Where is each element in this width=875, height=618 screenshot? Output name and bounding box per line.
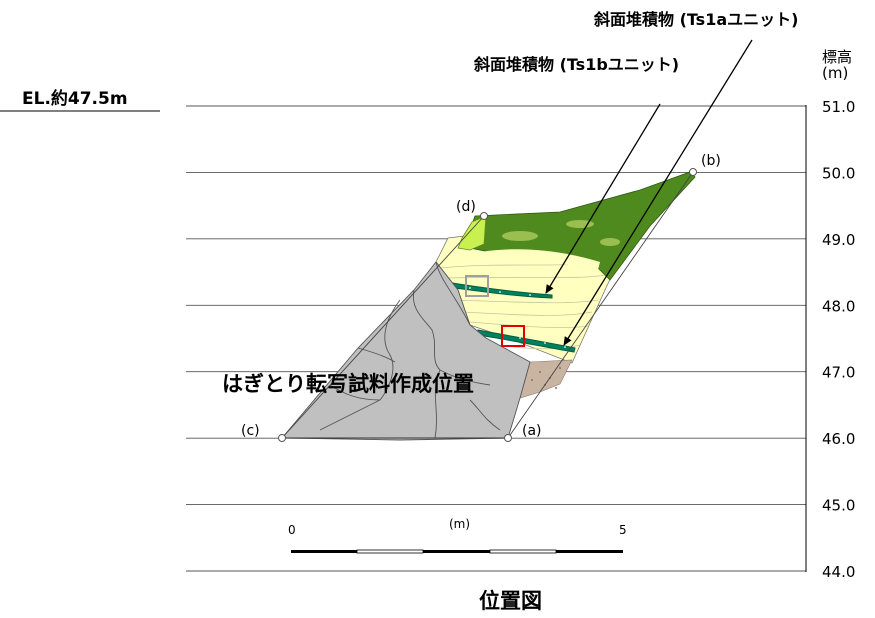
point-b-marker [689, 168, 697, 176]
scale-unit-label: (m) [449, 517, 470, 531]
axis-title-line2: (m) [822, 64, 848, 82]
scale-bar-black-1 [291, 550, 357, 553]
point-c-label: (c) [241, 423, 260, 439]
axis-title-line1: 標高 [822, 48, 852, 66]
ts1a-label: 斜面堆積物 (Ts1aユニット) [593, 10, 798, 29]
ts1a-arrow [563, 39, 753, 346]
elevation-tick-label: 44.0 [822, 563, 855, 581]
elevation-tick-label: 49.0 [822, 231, 855, 249]
figure-title: 位置図 [479, 589, 542, 613]
left-boundary [281, 215, 485, 439]
scale-start-label: 0 [288, 523, 296, 537]
survey-points [278, 168, 697, 442]
right-boundary [507, 171, 694, 439]
scale-bar-white-2 [489, 549, 557, 554]
point-c-marker [278, 434, 286, 442]
light-green-patches [502, 220, 620, 246]
scale-end-label: 5 [619, 523, 627, 537]
ts1b-arrow [545, 103, 661, 294]
elevation-tick-label: 51.0 [822, 98, 855, 116]
ts1b-teal-band [439, 280, 553, 299]
point-b-label: (b) [701, 153, 721, 169]
elevation-reference-label: EL.約47.5m [22, 88, 128, 109]
elevation-tick-label: 45.0 [822, 497, 855, 515]
scale-bar-white-1 [356, 549, 424, 554]
cream-tongue [480, 249, 600, 270]
outcrop-section [281, 171, 696, 441]
elevation-tick-label: 47.0 [822, 364, 855, 382]
sample-location-label: はぎとり転写試料作成位置 [222, 372, 474, 396]
scale-bar-black-3 [556, 550, 623, 553]
point-a-label: (a) [522, 423, 542, 439]
elevation-tick-label: 48.0 [822, 297, 855, 315]
point-d-marker [480, 212, 488, 220]
elevation-tick-labels: 51.0 50.0 49.0 48.0 47.0 46.0 45.0 44.0 [822, 98, 855, 581]
scale-bar-black-2 [423, 550, 490, 553]
teal-band-dots [469, 287, 566, 348]
elevation-tick-label: 46.0 [822, 430, 855, 448]
ts1b-label: 斜面堆積物 (Ts1bユニット) [473, 55, 679, 74]
point-d-label: (d) [456, 199, 476, 215]
grey-sample-box [465, 275, 489, 297]
red-sample-box [501, 325, 525, 347]
point-a-marker [504, 434, 512, 442]
lime-green-patch [457, 215, 487, 251]
elevation-tick-label: 50.0 [822, 164, 855, 182]
elevation-grid [186, 105, 806, 572]
scale-bar: 0 5 (m) [288, 517, 627, 554]
